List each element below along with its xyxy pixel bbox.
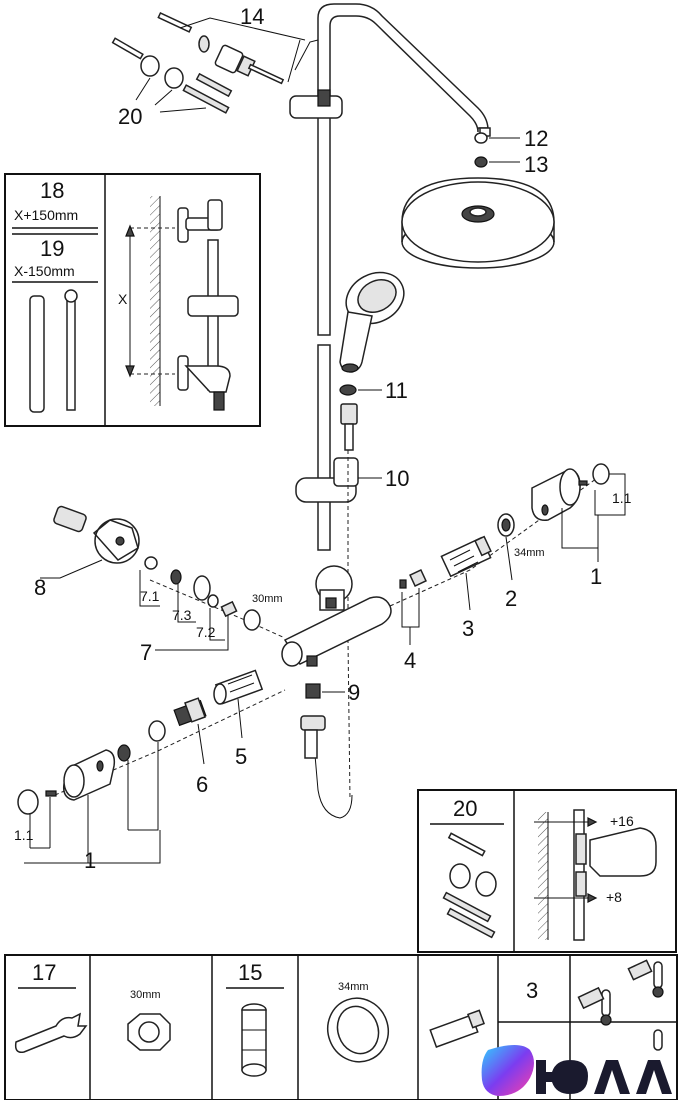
- nut-34mm-icon: [327, 997, 389, 1063]
- screw-1-1-right: [578, 480, 588, 486]
- size-30mm: 30mm: [252, 593, 283, 605]
- screw-7-2: [220, 600, 238, 618]
- handle-8: [53, 505, 140, 564]
- size-34mm: 34mm: [514, 547, 545, 559]
- callout-7-1: 7.1: [140, 588, 160, 604]
- item-18: 18: [40, 178, 64, 203]
- shower-hose-nut: [340, 403, 358, 451]
- fixing-item-20: 20: [453, 796, 477, 821]
- valve-4: [399, 569, 427, 589]
- tool-item-15: 15: [238, 960, 262, 985]
- callout-1-left: 1: [84, 848, 96, 873]
- callout-8: 8: [34, 575, 46, 600]
- fixing-plus8: +8: [606, 889, 622, 905]
- hand-shower: [339, 271, 405, 373]
- callout-13: 13: [524, 152, 548, 177]
- callout-3: 3: [462, 616, 474, 641]
- item-19-length: X-150mm: [14, 263, 75, 279]
- nut-2: [497, 513, 515, 537]
- sleeve-15-icon: [241, 1003, 267, 1077]
- fixing-plus16: +16: [610, 813, 634, 829]
- valve-6: [173, 697, 207, 727]
- thermometer-icon: [577, 959, 664, 1051]
- cartridge-3: [440, 535, 492, 578]
- star-washer-7-1: [144, 556, 158, 570]
- cartridge-icon: [429, 1009, 485, 1048]
- callout-11: 11: [385, 378, 408, 403]
- tools-strip: 17 30mm 15 34mm 3: [4, 954, 678, 1100]
- handle-1-left: [62, 749, 116, 801]
- tool-item-17: 17: [32, 960, 56, 985]
- seal-13: [474, 156, 488, 168]
- anchors-20: [111, 37, 233, 114]
- callout-4: 4: [404, 648, 416, 673]
- thermostat-body: [281, 565, 392, 667]
- overhead-shower-head: [401, 177, 555, 269]
- nut-30mm: [243, 609, 261, 631]
- callout-20: 20: [118, 104, 142, 129]
- callout-12: 12: [524, 126, 548, 151]
- handle-1-right: [531, 468, 581, 521]
- callout-10: 10: [385, 466, 409, 491]
- callout-7-3: 7.3: [172, 607, 192, 623]
- cap-1-1-left: [17, 789, 39, 815]
- height-options-box: 18 X+150mm 19 X-150mm X: [4, 173, 261, 427]
- callout-2: 2: [505, 586, 517, 611]
- ring-7-1: [170, 569, 211, 601]
- callout-7: 7: [140, 640, 152, 665]
- callout-7-2: 7.2: [196, 624, 216, 640]
- nut-30mm-icon: [127, 1013, 171, 1051]
- tool-size-34mm: 34mm: [338, 981, 369, 993]
- clip-1-left: [117, 720, 166, 762]
- wrench-icon: [14, 1012, 88, 1054]
- seal-11: [339, 384, 357, 396]
- callout-1-1-left: 1.1: [14, 827, 34, 843]
- ring-7-3: [207, 594, 219, 608]
- yula-watermark-logo: [481, 1045, 672, 1096]
- item-18-length: X+150mm: [14, 207, 78, 223]
- hose-9-nut: [300, 683, 326, 759]
- item-19: 19: [40, 236, 64, 261]
- upper-wall-bracket: [289, 89, 343, 119]
- callout-6: 6: [196, 772, 208, 797]
- tool-size-30mm: 30mm: [130, 989, 161, 1001]
- seal-12: [474, 132, 488, 144]
- callout-14: 14: [240, 4, 264, 29]
- callout-5: 5: [235, 744, 247, 769]
- screw-1-1-left: [45, 790, 57, 797]
- tool-item-3: 3: [526, 978, 538, 1003]
- cartridge-5: [213, 669, 264, 705]
- hand-shower-slider: [295, 457, 359, 503]
- callout-1-right: 1: [590, 564, 602, 589]
- callout-9: 9: [348, 680, 360, 705]
- fixing-options-box: 20 +16 +8: [417, 789, 677, 953]
- callout-1-1-right: 1.1: [612, 490, 632, 506]
- dim-x: X: [118, 291, 128, 307]
- cap-1-1-right: [592, 463, 610, 485]
